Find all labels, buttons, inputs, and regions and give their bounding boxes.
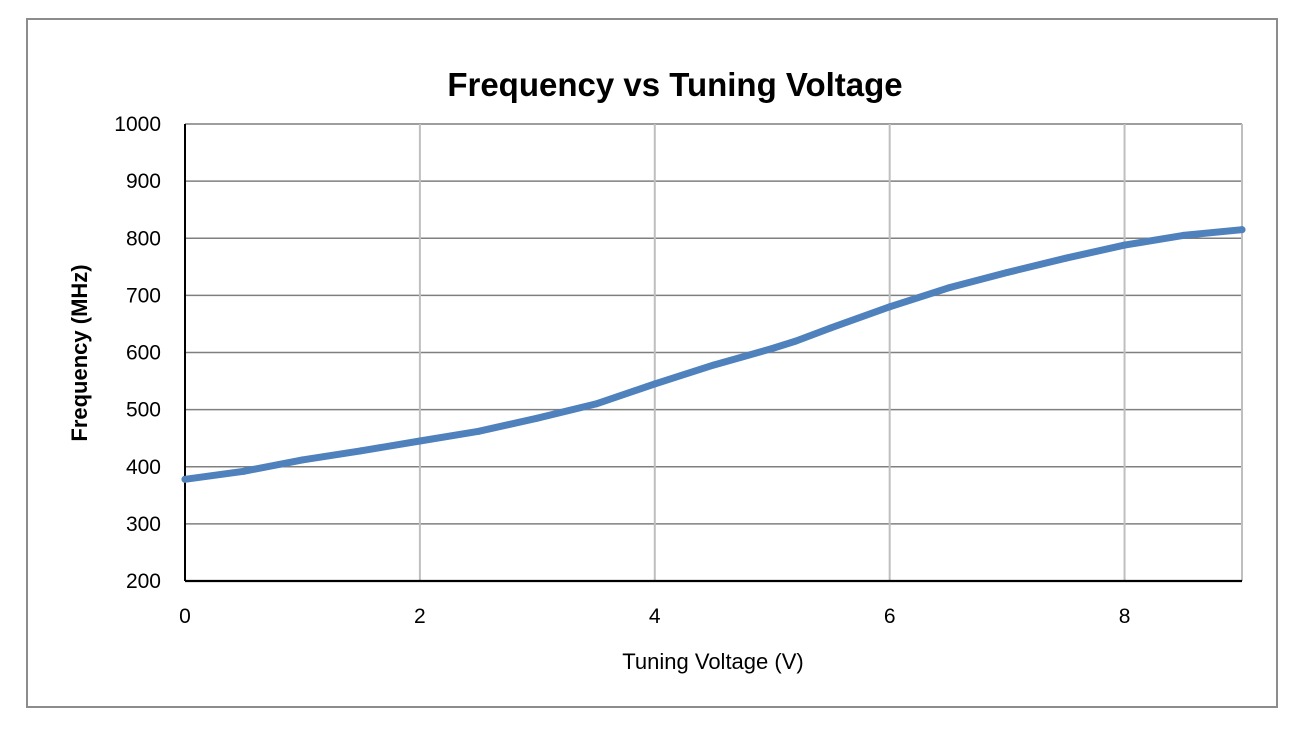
y-axis-label: Frequency (MHz) (67, 264, 92, 441)
x-tick-label: 2 (414, 605, 426, 628)
y-tick-label: 400 (126, 456, 161, 479)
axes (184, 124, 1242, 583)
data-point (592, 400, 600, 408)
data-point (1003, 269, 1011, 277)
y-tick-label: 700 (126, 284, 161, 307)
y-tick-label: 500 (126, 399, 161, 422)
x-tick-label: 0 (179, 605, 191, 628)
x-tick-label: 4 (649, 605, 661, 628)
data-point (298, 456, 306, 464)
series-layer (181, 226, 1246, 483)
y-tick-label: 300 (126, 513, 161, 536)
data-point (416, 437, 424, 445)
data-point (886, 303, 894, 311)
data-point (1062, 254, 1070, 262)
data-point (827, 324, 835, 332)
data-point (1179, 231, 1187, 239)
data-point (357, 447, 365, 455)
grid-lines (184, 123, 1243, 581)
data-point (240, 467, 248, 475)
data-point (792, 337, 800, 345)
y-tick-label: 1000 (114, 113, 161, 136)
data-point (944, 284, 952, 292)
x-axis-label: Tuning Voltage (V) (622, 649, 803, 674)
x-tick-label: 6 (884, 605, 896, 628)
y-tick-label: 900 (126, 170, 161, 193)
tick-labels: 200 300 400 500 600 700 800 900 1000 0 2 4 6 8 (114, 113, 1130, 628)
data-point (651, 380, 659, 388)
data-point (475, 427, 483, 435)
y-tick-label: 200 (126, 570, 161, 593)
data-point (710, 361, 717, 369)
data-point (1238, 226, 1246, 234)
chart-frame (26, 18, 1278, 708)
y-tick-label: 800 (126, 227, 161, 250)
data-point (533, 414, 541, 422)
y-tick-label: 600 (126, 342, 161, 365)
data-point (1121, 241, 1129, 249)
data-point (181, 475, 189, 483)
data-point (768, 345, 776, 353)
x-tick-label: 8 (1119, 605, 1131, 628)
chart-title: Frequency vs Tuning Voltage (447, 66, 902, 103)
series-line (181, 226, 1246, 483)
